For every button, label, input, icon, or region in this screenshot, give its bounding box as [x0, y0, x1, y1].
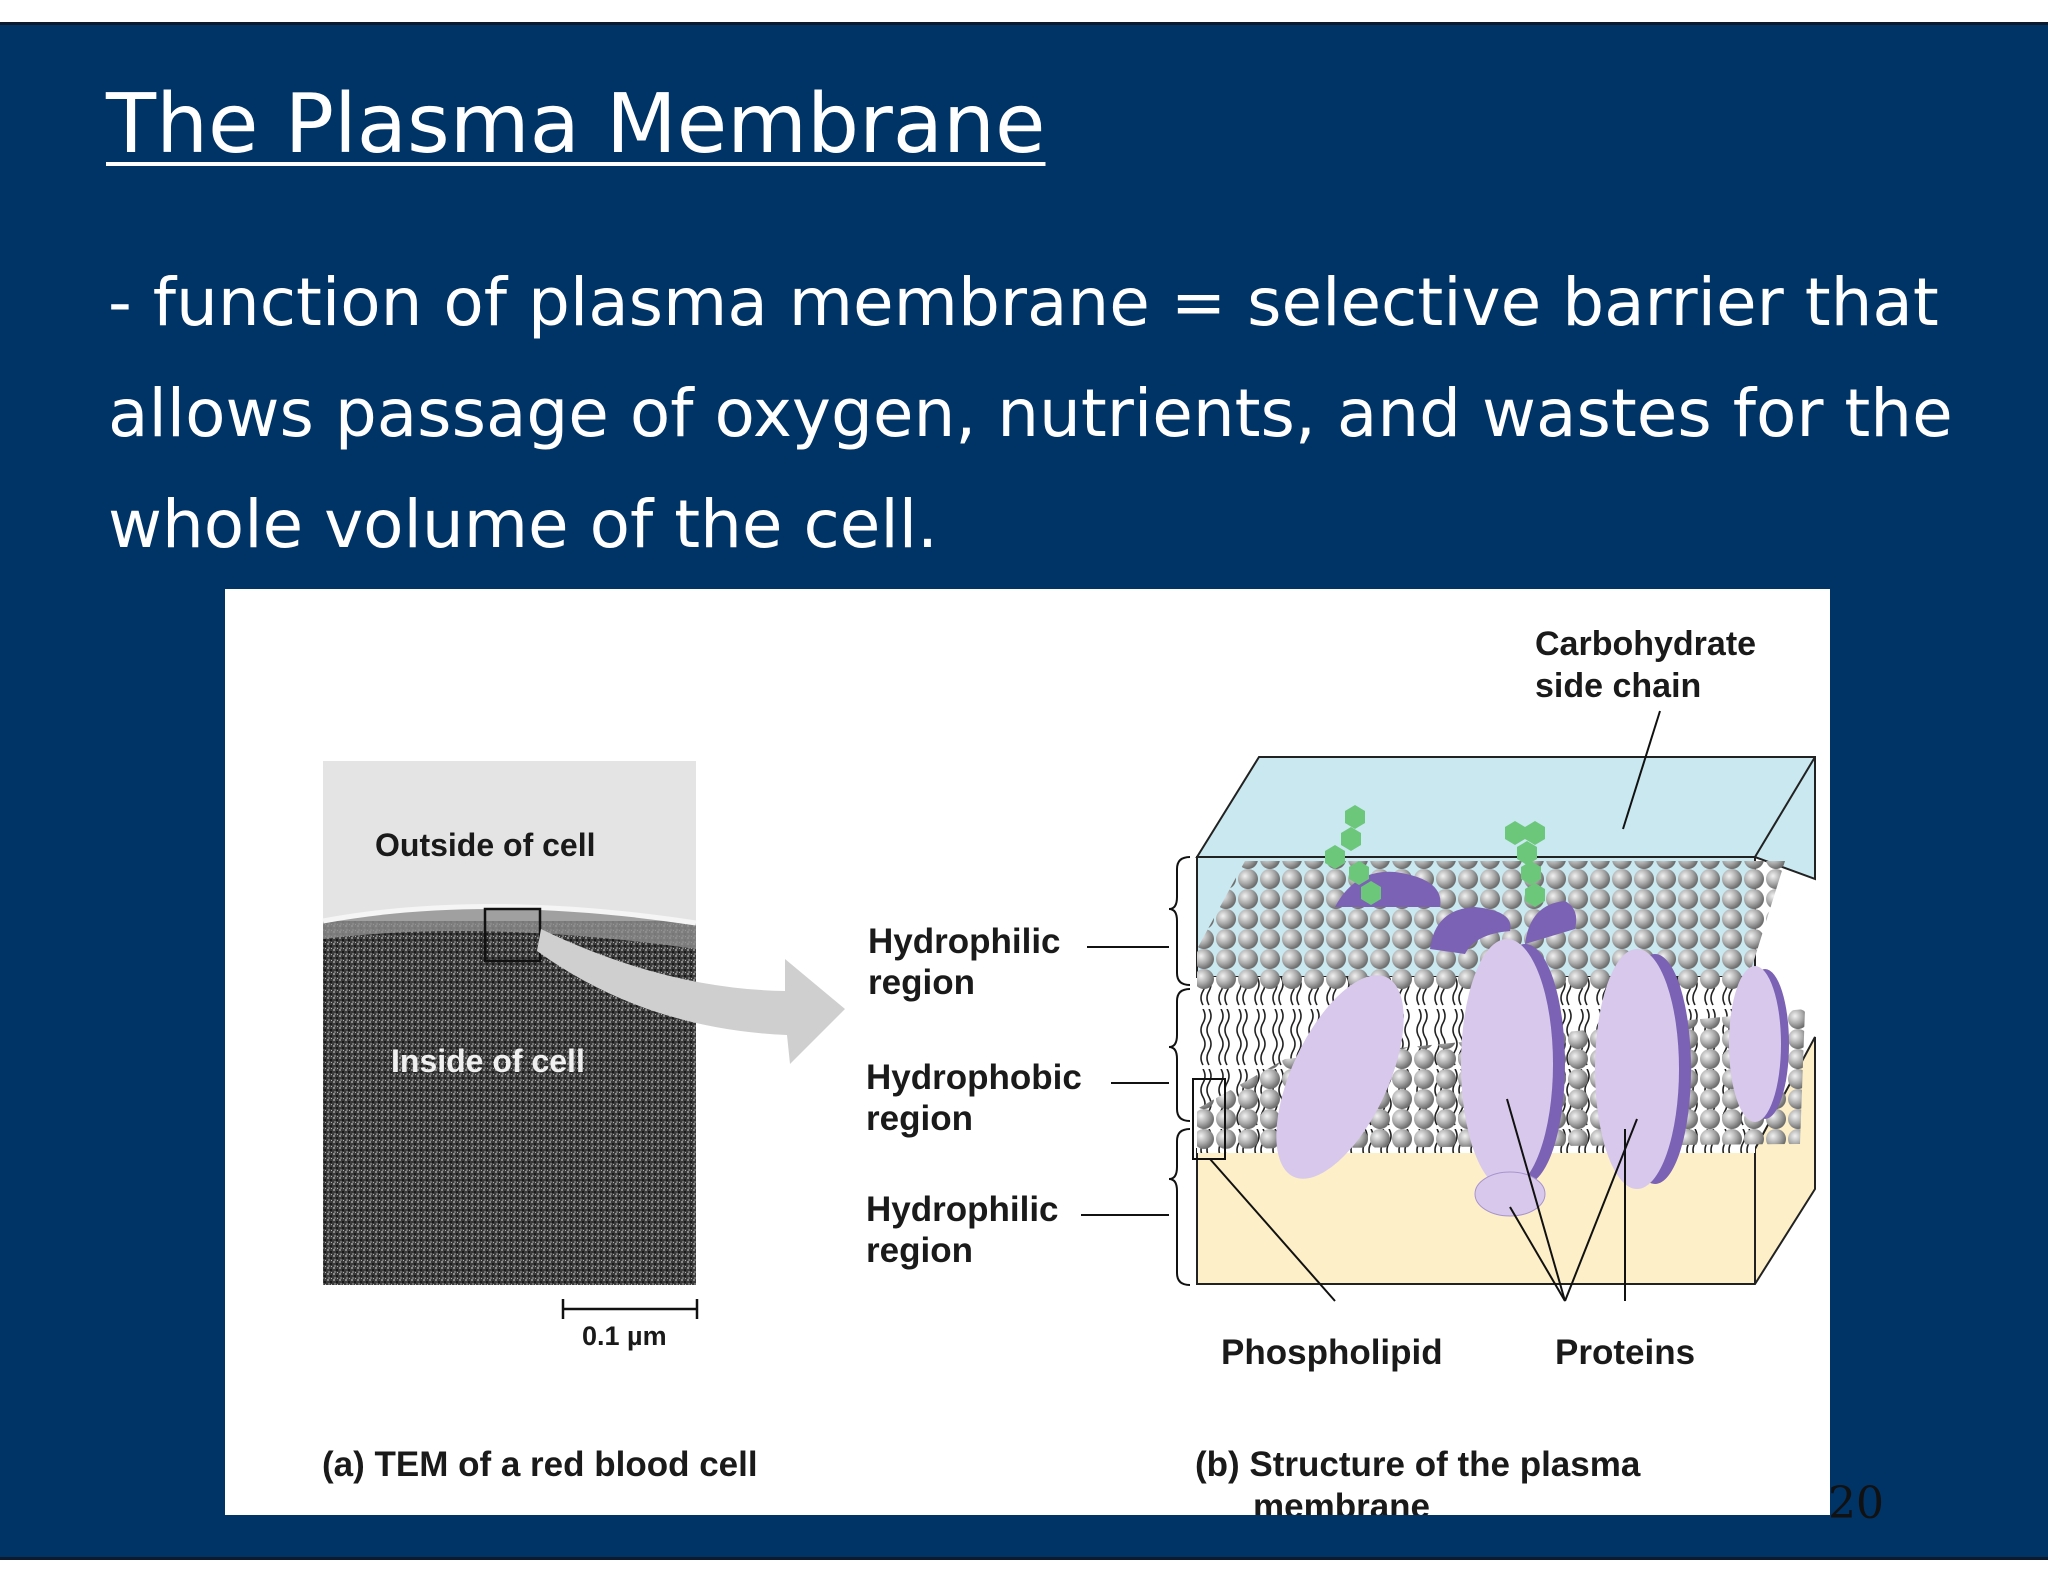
carbohydrate-label-line1: Carbohydrate — [1535, 625, 1756, 663]
hydrophilic-top-label-line1: Hydrophilic — [868, 922, 1061, 961]
phospholipid-label: Phospholipid — [1221, 1333, 1443, 1372]
page-number: 20 — [1828, 1478, 1884, 1529]
scale-bar — [561, 1299, 699, 1319]
figure-illustration: Outside of cell Inside of cell 0.1 µm — [322, 625, 1816, 1515]
caption-b-line2: membrane — [1253, 1487, 1430, 1515]
tem-micrograph — [322, 761, 697, 1285]
hydrophilic-top-label-line2: region — [868, 963, 975, 1002]
hydrophobic-label-line2: region — [866, 1099, 973, 1138]
slide-body-text: - function of plasma membrane = selectiv… — [108, 264, 1953, 563]
inside-of-cell-label: Inside of cell — [391, 1043, 585, 1079]
slide-title: The Plasma Membrane — [106, 77, 1046, 172]
membrane-figure: Outside of cell Inside of cell 0.1 µm — [225, 589, 1830, 1515]
scale-bar-label: 0.1 µm — [582, 1321, 667, 1351]
zoom-arrow — [537, 929, 845, 1064]
proteins-label: Proteins — [1555, 1333, 1695, 1372]
region-braces — [1081, 856, 1191, 1286]
membrane-diagram — [1192, 756, 1816, 1285]
outside-of-cell-label: Outside of cell — [375, 827, 595, 863]
caption-a: (a) TEM of a red blood cell — [322, 1445, 758, 1484]
caption-b-line1: (b) Structure of the plasma — [1195, 1445, 1641, 1484]
hydrophilic-bottom-label-line2: region — [866, 1231, 973, 1270]
carbohydrate-label-line2: side chain — [1535, 667, 1701, 705]
hydrophilic-bottom-label-line1: Hydrophilic — [866, 1190, 1059, 1229]
leader-lines — [1209, 710, 1661, 1302]
slide: The Plasma Membrane - function of plasma… — [0, 22, 2048, 1560]
hydrophobic-label-line1: Hydrophobic — [866, 1058, 1082, 1097]
